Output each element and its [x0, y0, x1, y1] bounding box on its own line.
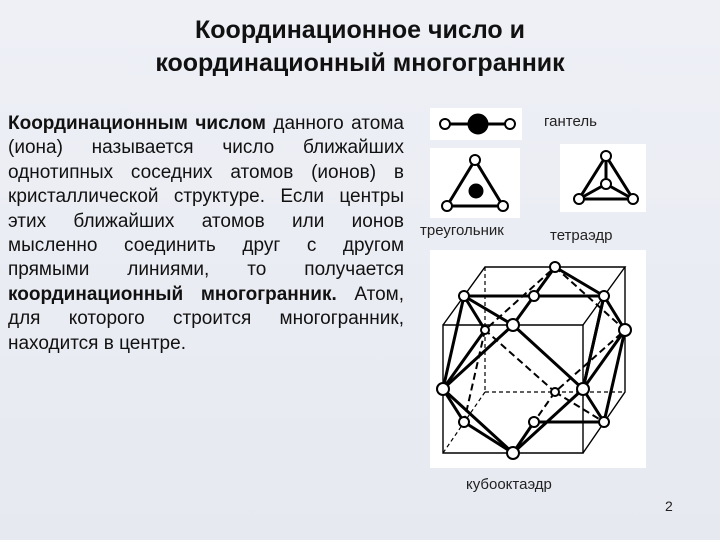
label-dumbbell: гантель — [544, 113, 597, 130]
term-coordination-number: Координационным числом — [8, 113, 266, 134]
term-coordination-polyhedron: координационный многогранник. — [8, 283, 337, 305]
title-line-2: координационный многогранник — [155, 49, 565, 77]
triangle-figure — [441, 154, 509, 212]
page-number: 2 — [665, 498, 673, 514]
tetrahedron-figure — [573, 150, 639, 205]
title-line-1: Координационное число и — [195, 16, 525, 44]
cuboctahedron-figure — [436, 261, 632, 460]
definition-text-2: Атом, для которого строится многогранник… — [8, 283, 404, 354]
definition-text-1: данного атома (иона) называется число бл… — [8, 113, 404, 281]
definition-paragraph: Координационным числом данного атома (ио… — [8, 112, 404, 356]
slide-title: Координационное число и координационный … — [0, 14, 720, 80]
label-cuboctahedron: кубооктаэдр — [466, 476, 552, 493]
label-tetrahedron: тетраэдр — [550, 227, 613, 244]
dumbbell-figure — [439, 113, 516, 135]
label-triangle: треугольник — [420, 222, 504, 239]
